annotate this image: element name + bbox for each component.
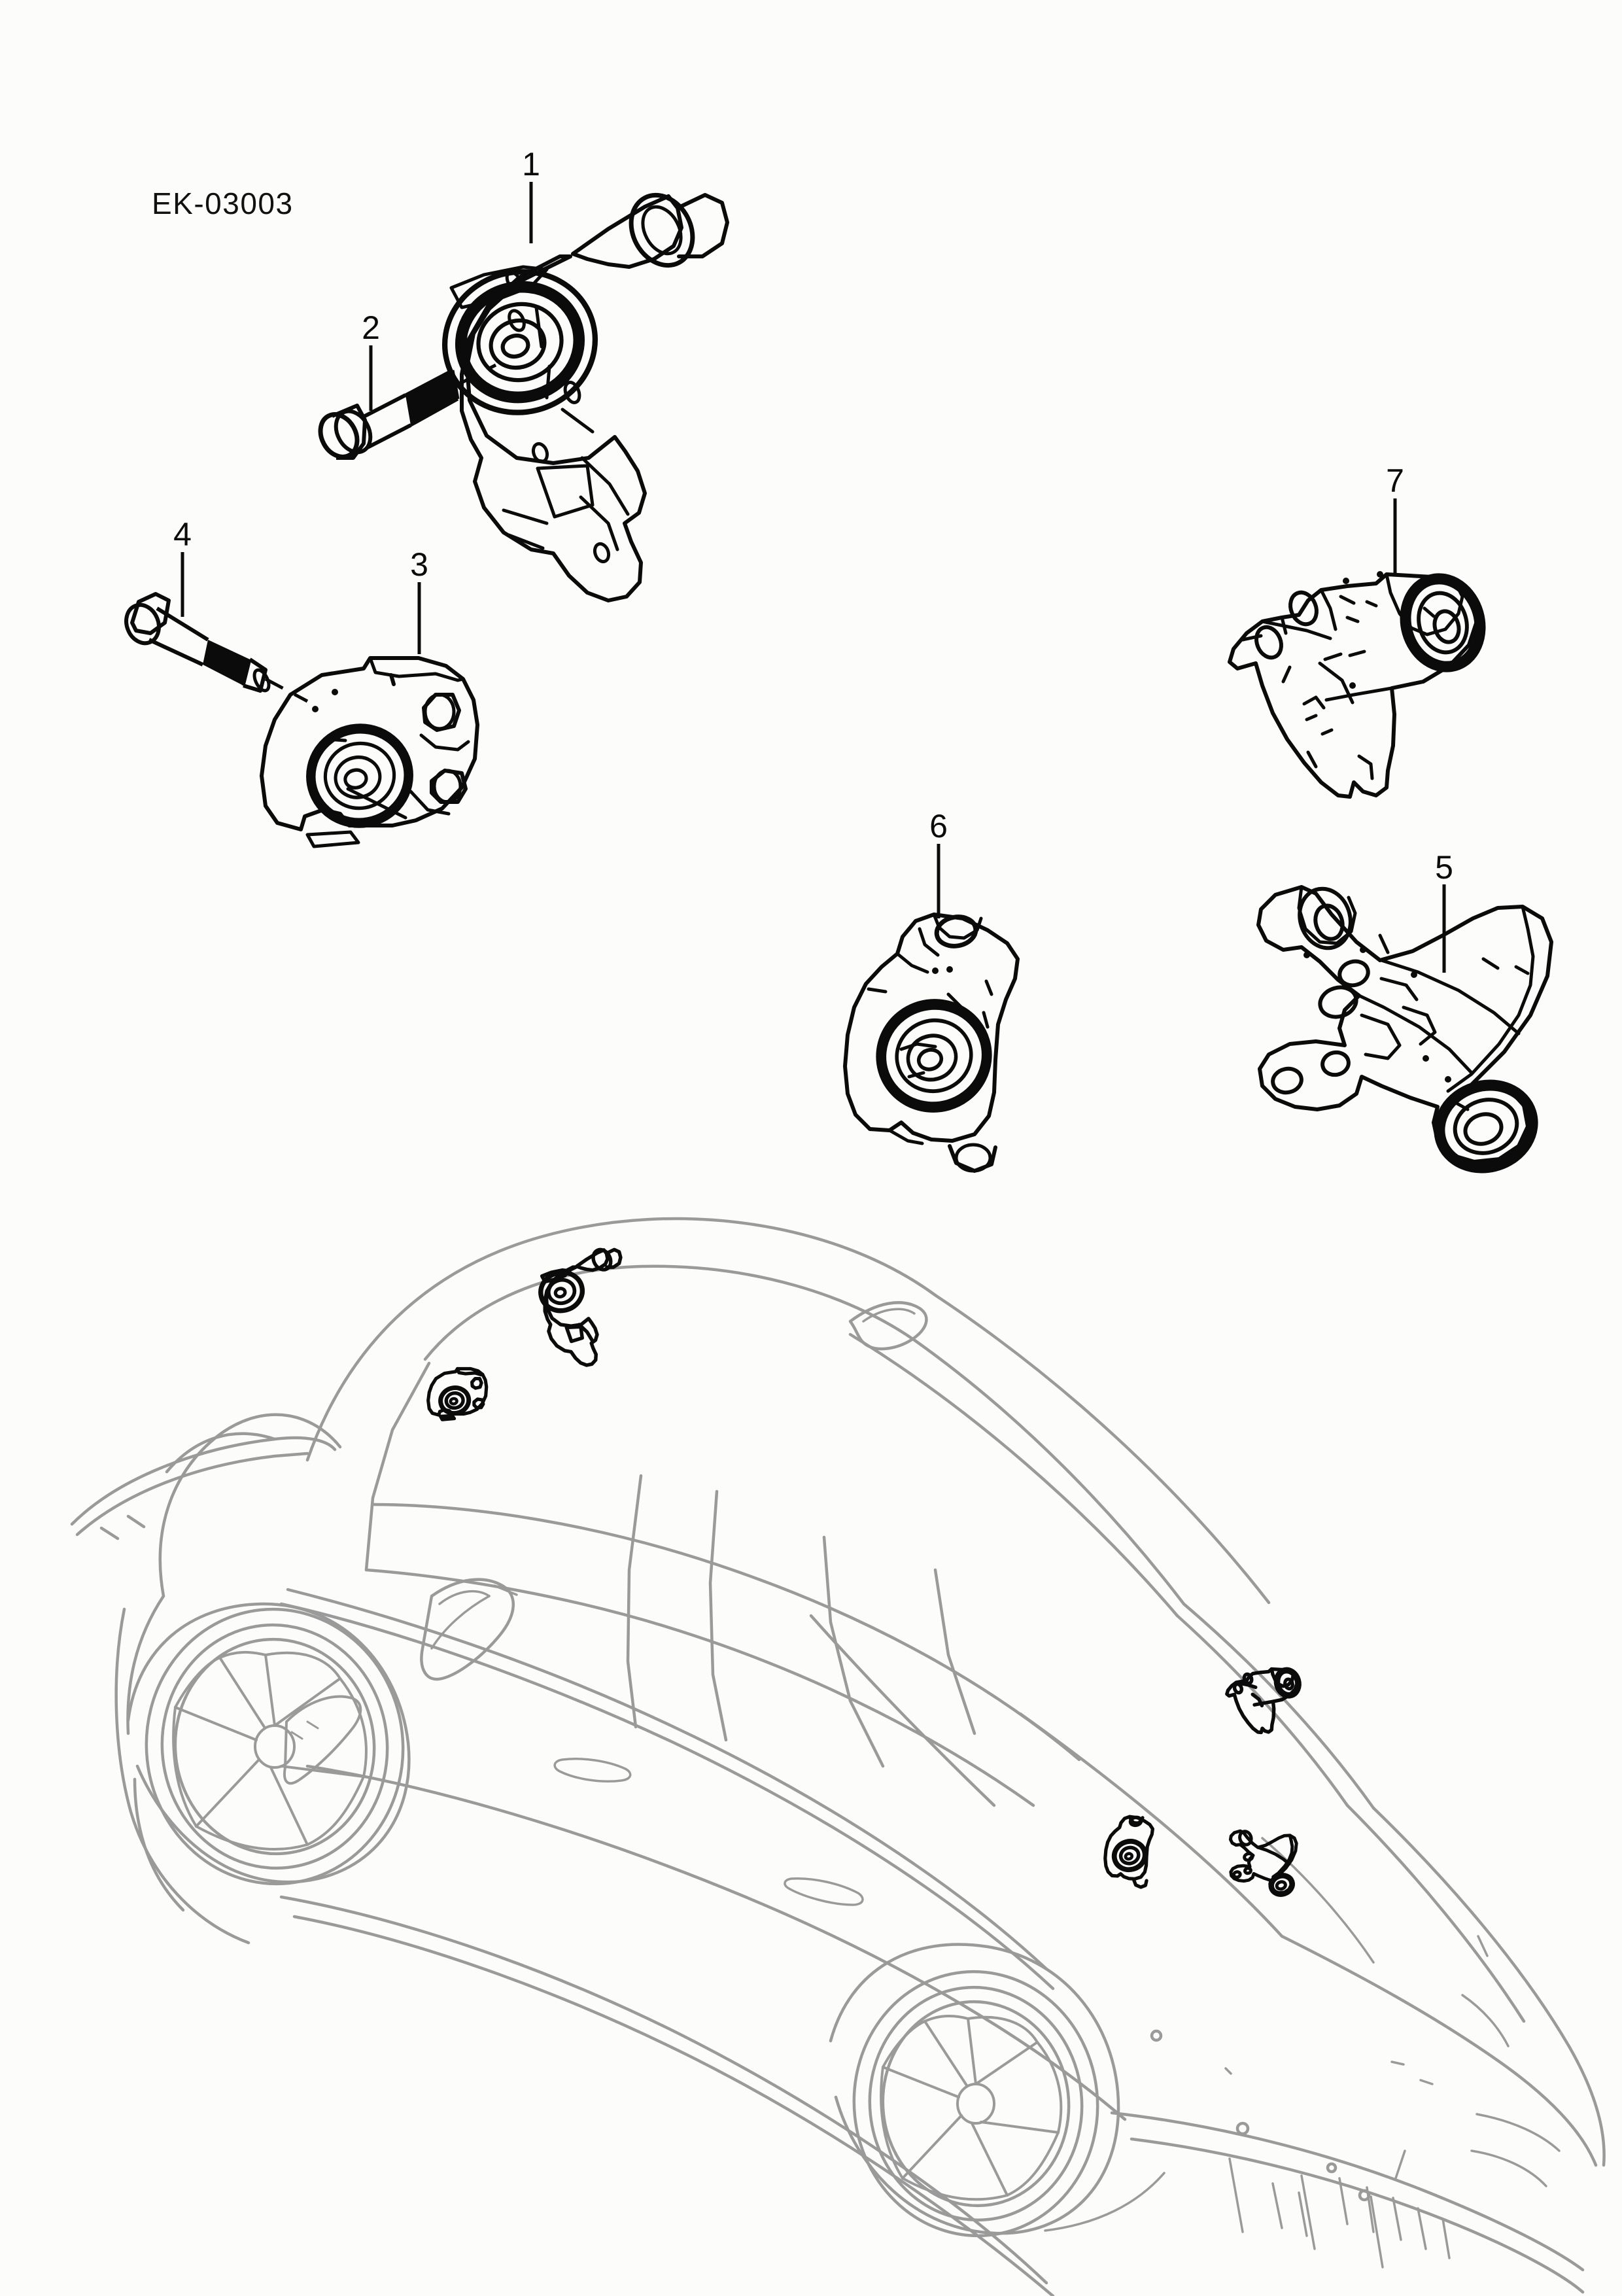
part-3-engine-mount-bracket <box>260 656 479 848</box>
callout-number-6: 6 <box>929 808 948 844</box>
part-4-flange-bolt-long <box>124 592 309 703</box>
part-5-roll-restrictor-torque-rod <box>1256 885 1553 1174</box>
callout-number-1: 1 <box>522 146 540 183</box>
part-2-flange-bolt <box>318 363 497 460</box>
vehicle-illustration <box>70 1217 1606 2296</box>
callout-number-7: 7 <box>1386 462 1404 499</box>
part-6-transmission-mount-bracket-small <box>843 913 1020 1173</box>
vehicle-marker-part-3 <box>426 1366 489 1421</box>
leader-lines <box>181 182 1446 973</box>
callout-number-4: 4 <box>173 516 192 553</box>
vehicle-marker-part-7 <box>1225 1667 1302 1735</box>
part-1-engine-mount-bracket <box>441 192 729 602</box>
diagram-code-label: EK-03003 <box>152 186 294 220</box>
vehicle-marker-part-1 <box>538 1247 623 1367</box>
callout-number-5: 5 <box>1435 849 1453 886</box>
vehicle-marker-part-6 <box>1103 1815 1155 1889</box>
vehicle-marker-part-5 <box>1228 1829 1298 1897</box>
part-7-transmission-mount-bracket <box>1228 571 1486 799</box>
callout-number-2: 2 <box>362 309 380 346</box>
callout-number-3: 3 <box>410 546 428 583</box>
